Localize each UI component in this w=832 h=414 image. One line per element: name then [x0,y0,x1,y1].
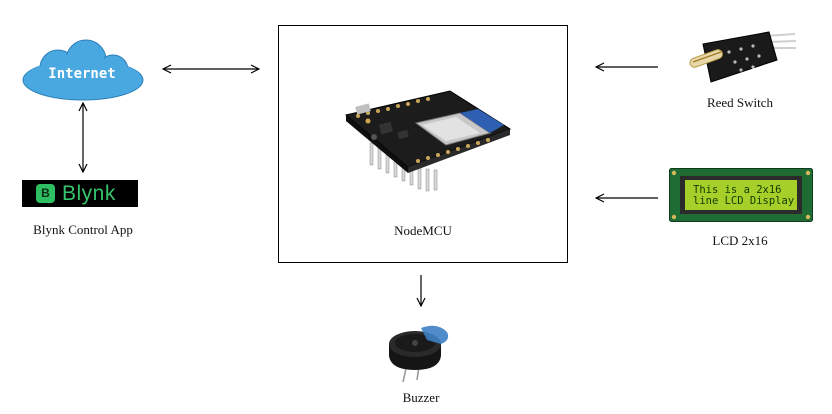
lcd-module-icon [669,168,813,222]
blynk-label: Blynk Control App [33,222,133,237]
lcd-line-2: line LCD Display [693,195,795,207]
lcd-label: LCD 2x16 [712,233,768,248]
reed-switch-label: Reed Switch [706,95,774,110]
nodemcu-label: NodeMCU [394,223,452,238]
buzzer-icon [389,325,449,383]
nodemcu-board-icon [344,90,512,192]
buzzer-label: Buzzer [402,390,440,405]
internet-label: Internet [48,66,116,82]
blynk-badge-icon: B [36,184,55,203]
reed-switch-icon [689,31,797,83]
blynk-logo: B Blynk [22,180,138,207]
blynk-logo-word: Blynk [62,182,116,205]
internet-cloud-icon [22,39,144,101]
nodemcu-box [278,25,568,263]
lcd-line-1: This is a 2x16 [693,184,782,196]
lcd-display-text: This is a 2x16 line LCD Display [693,185,805,207]
